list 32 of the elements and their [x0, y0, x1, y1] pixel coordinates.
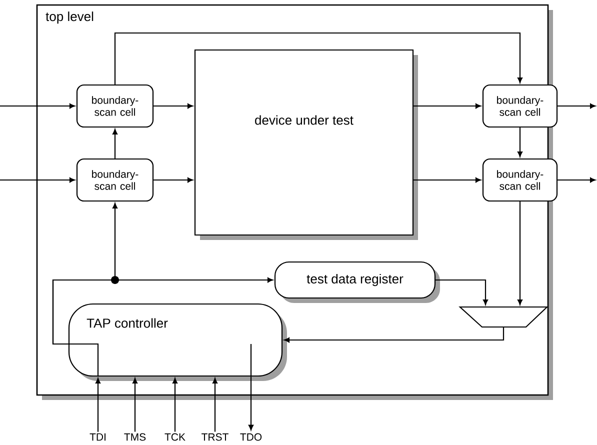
boundary-scan-cell: boundary-scan cell [482, 158, 558, 202]
arrow [52, 203, 118, 345]
arrow [558, 177, 596, 183]
arrow [414, 177, 481, 183]
pin-label: TRST [202, 433, 228, 441]
register-box: test data register [274, 261, 440, 303]
arrow [95, 378, 101, 432]
arrow [132, 378, 138, 432]
arrow [154, 177, 193, 183]
arrow [112, 129, 118, 158]
arrow [284, 328, 504, 343]
arrow [558, 103, 596, 109]
pin-label: TCK [164, 433, 186, 441]
boundary-scan-cell: boundary-scan cell [76, 158, 154, 202]
arrow [0, 177, 75, 183]
arrow [517, 128, 523, 157]
controller-box: TAP controller [68, 303, 287, 381]
arrow [414, 103, 481, 109]
arrow [0, 103, 75, 109]
pin-label: TDO [240, 433, 262, 441]
arrow [517, 202, 523, 305]
arrow [114, 32, 523, 84]
pin-label: TMS [124, 433, 146, 441]
boundary-scan-cell: boundary-scan cell [482, 84, 558, 128]
arrow [154, 103, 193, 109]
device-box: device under test [194, 49, 418, 240]
arrow [172, 378, 178, 432]
arrow [436, 279, 488, 305]
arrow [248, 376, 254, 430]
arrow [212, 378, 218, 432]
pin-label: TDI [90, 433, 106, 441]
boundary-scan-cell: boundary-scan cell [76, 84, 154, 128]
